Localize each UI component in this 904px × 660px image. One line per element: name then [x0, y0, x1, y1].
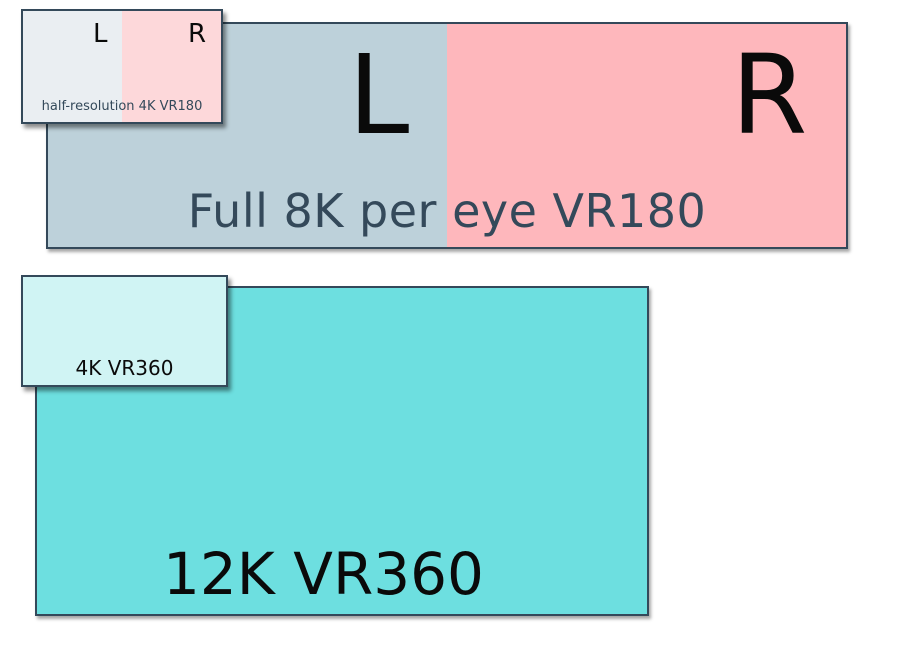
vr360-4k-frame: 4K VR360	[21, 275, 228, 387]
vr180-8k-frame: L R Full 8K per eye VR180	[46, 22, 848, 249]
vr180-8k-right-label: R	[731, 31, 808, 159]
vr180-8k-caption: Full 8K per eye VR180	[187, 184, 707, 238]
vr180-4k-right-label: R	[188, 19, 207, 49]
vr180-4k-frame: L R half-resolution 4K VR180	[21, 9, 223, 124]
vr180-4k-right-eye: R	[122, 11, 221, 122]
vr180-8k-left-eye: L	[48, 24, 447, 247]
vr360-4k-caption: 4K VR360	[75, 356, 174, 380]
vr180-4k-left-eye: L	[23, 11, 122, 122]
vr360-12k-frame: 12K VR360	[35, 286, 649, 616]
vr180-4k-caption: half-resolution 4K VR180	[41, 99, 203, 114]
vr180-8k-left-label: L	[348, 31, 410, 159]
vr360-12k-caption: 12K VR360	[163, 540, 484, 608]
vr180-8k-right-eye: R	[447, 24, 846, 247]
vr180-4k-left-label: L	[93, 19, 108, 49]
